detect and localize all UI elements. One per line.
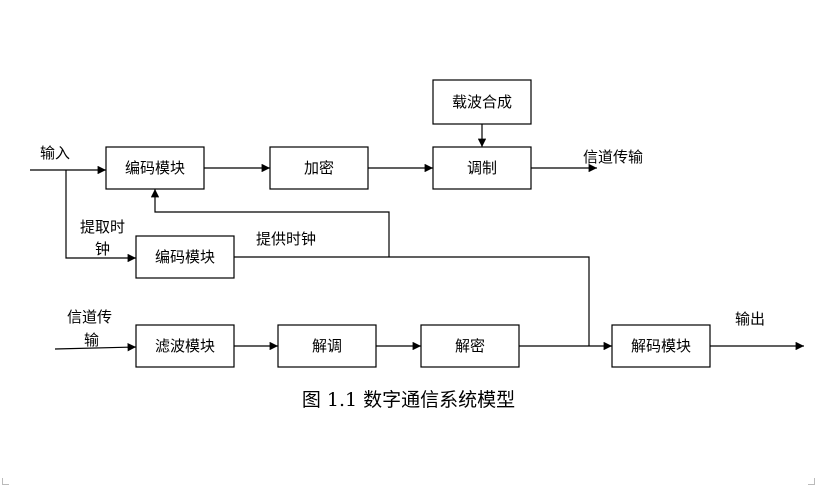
decoder-label: 解码模块 (631, 337, 691, 355)
clock-feedback-arrow (150, 189, 390, 257)
input-label: 输入 (40, 144, 70, 162)
encoder-block-top: 编码模块 (105, 146, 205, 190)
modulate-label: 调制 (467, 159, 497, 177)
figure-caption: 图 1.1 数字通信系统模型 (301, 389, 516, 411)
extract-clock-arrow (65, 170, 136, 263)
extract-clock-label-line1: 提取时 (80, 218, 125, 236)
encoder-middle-label: 编码模块 (155, 248, 215, 266)
decrypt-label: 解密 (455, 337, 485, 355)
filter-block: 滤波模块 (135, 324, 235, 368)
channel-input-label-line2: 输 (84, 331, 99, 349)
demodulate-label: 解调 (312, 337, 342, 355)
page-corner-mark-right (808, 478, 815, 485)
demodulate-block: 解调 (277, 324, 377, 368)
channel-transmit-label: 信道传输 (583, 148, 643, 166)
channel-input-label-line1: 信道传 (67, 308, 112, 326)
modulate-block: 调制 (432, 146, 532, 190)
page-corner-mark-left (2, 478, 9, 485)
channel-to-filter-arrow (54, 343, 137, 352)
encrypt-block: 加密 (269, 146, 369, 190)
encoder-block-middle: 编码模块 (135, 235, 235, 279)
decoder-block: 解码模块 (611, 324, 711, 368)
provide-clock-line (234, 256, 590, 346)
output-label: 输出 (735, 310, 765, 328)
carrier-synthesis-block: 载波合成 (432, 79, 532, 125)
decrypt-block: 解密 (420, 324, 520, 368)
extract-clock-label-line2: 钟 (95, 240, 110, 258)
provide-clock-label: 提供时钟 (256, 230, 316, 248)
encoder-top-label: 编码模块 (125, 159, 185, 177)
encrypt-label: 加密 (304, 159, 334, 177)
carrier-synthesis-label: 载波合成 (452, 93, 512, 111)
filter-label: 滤波模块 (155, 337, 215, 355)
